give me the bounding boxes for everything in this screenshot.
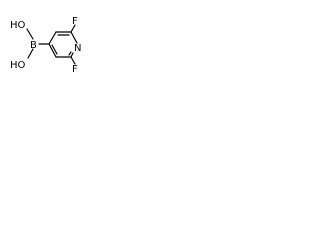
nitrogen-label: N bbox=[74, 43, 81, 54]
hydroxy-bottom-label: HO bbox=[10, 60, 26, 71]
structure-canvas: F F HO HO B N bbox=[0, 0, 93, 82]
bond-b-oh-bottom bbox=[27, 48, 34, 59]
bond-n-c5 bbox=[70, 52, 74, 58]
fluorine-top-label: F bbox=[72, 16, 78, 27]
bond-c6-c1 bbox=[48, 43, 57, 58]
double-bond-c6-c1 bbox=[51, 44, 58, 55]
double-bond-n-c5 bbox=[68, 51, 72, 56]
boron-label: B bbox=[30, 40, 37, 51]
bond-b-oh-top bbox=[26, 28, 34, 40]
hydroxy-top-label: HO bbox=[10, 20, 26, 31]
bond-c5-f bbox=[70, 56, 76, 65]
bond-c3-n bbox=[70, 31, 78, 44]
molecule-structure: F F HO HO B N bbox=[10, 16, 81, 75]
fluorine-bottom-label: F bbox=[72, 64, 78, 75]
bond-c3-f bbox=[70, 24, 76, 33]
bonds bbox=[26, 24, 78, 65]
bond-c1-c2 bbox=[48, 31, 57, 45]
